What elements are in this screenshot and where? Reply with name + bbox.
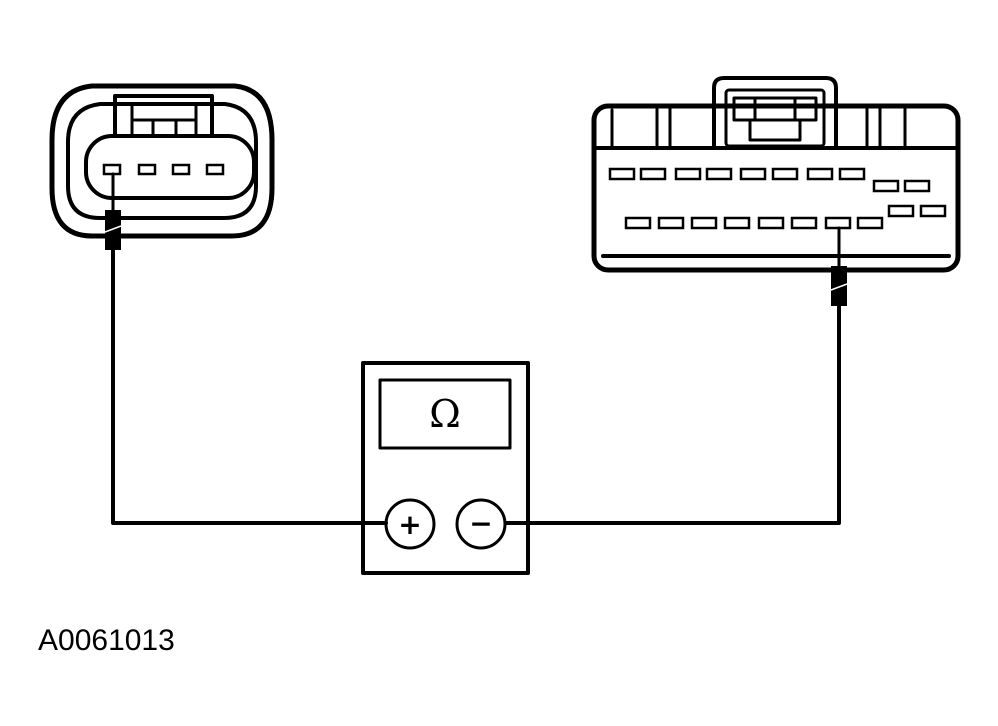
negative-lead-wire (504, 304, 841, 525)
right-connector (591, 76, 961, 273)
positive-lead-wire (111, 248, 388, 525)
negative-terminal-label: − (469, 507, 492, 540)
positive-terminal (384, 498, 436, 550)
negative-terminal (455, 498, 507, 550)
left-connector (49, 83, 275, 239)
figure-id-label: A0061013 (38, 624, 175, 657)
right-pin-row-bottom (624, 204, 947, 230)
right-probe (830, 226, 848, 306)
ohm-symbol: Ω (429, 392, 461, 436)
left-pin-4 (205, 163, 225, 176)
positive-terminal-label: + (398, 508, 421, 541)
left-pin-1 (102, 163, 122, 176)
left-pin-2 (137, 163, 157, 176)
meter-display (378, 378, 512, 450)
right-pin-row-top (608, 167, 931, 193)
left-pin-3 (171, 163, 191, 176)
left-probe (104, 172, 122, 250)
ohmmeter: Ω + − (361, 361, 530, 575)
